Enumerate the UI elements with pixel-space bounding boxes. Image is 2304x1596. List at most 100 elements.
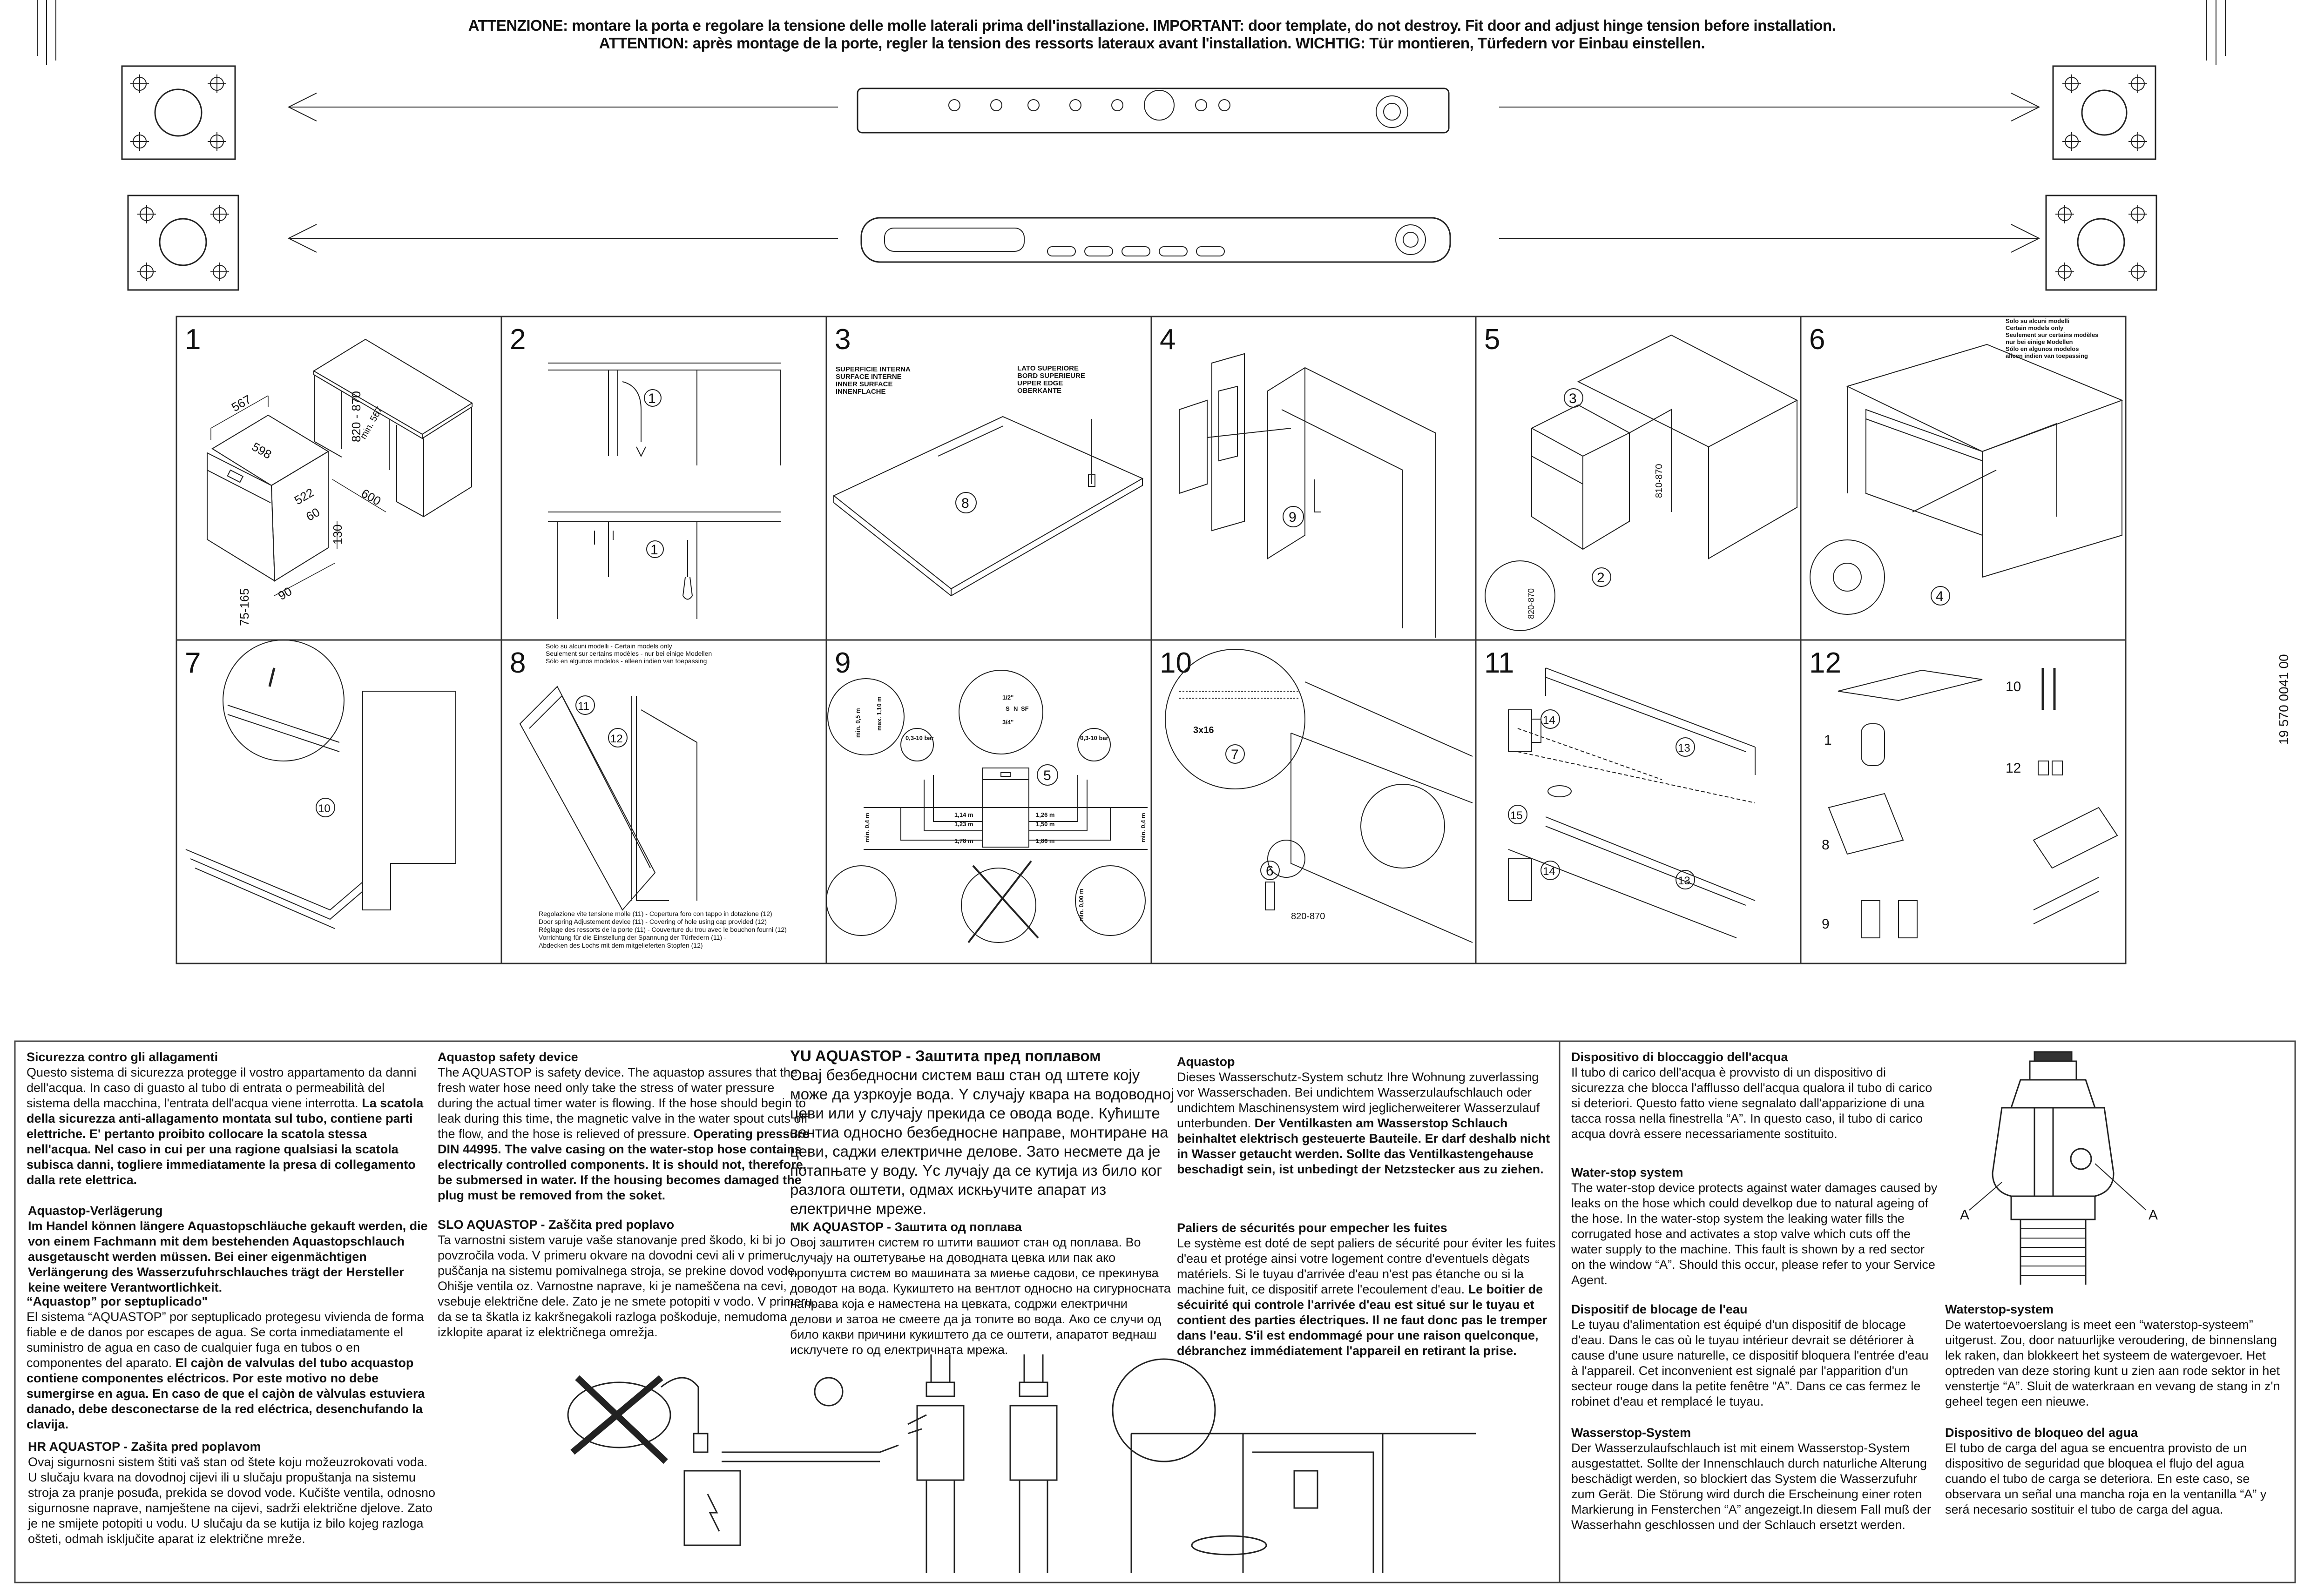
- thread-three-quarter: 3/4": [1002, 719, 1013, 726]
- step-4-panel: 4 9: [1160, 323, 1436, 638]
- note-fr: Seulement sur certains modèles: [2006, 331, 2098, 338]
- aquastop-valve-2: [1009, 1354, 1058, 1573]
- step-number: 11: [1484, 647, 1514, 679]
- dim-plinth: 75-165: [237, 588, 251, 626]
- step-number: 10: [1160, 647, 1192, 679]
- aquastop-valve-1: [916, 1354, 965, 1573]
- callout-14-top: 14: [1543, 714, 1555, 727]
- dim-810-870: 810-870: [1654, 464, 1664, 498]
- sink-cabinet-scene: [1112, 1358, 1476, 1573]
- note-line-3: Sólo en algunos modelos - alleen indien …: [546, 657, 707, 665]
- door-edge-drawing: [519, 686, 697, 911]
- callout-14-bottom: 14: [1543, 865, 1555, 878]
- step-number: 8: [510, 647, 526, 679]
- callout-15: 15: [1510, 809, 1523, 822]
- note-es: Sólo en algunos modelos: [2006, 345, 2079, 352]
- window-label-a-right: A: [2149, 1207, 2158, 1223]
- step-number: 1: [185, 323, 201, 356]
- hinge-plate-right-1: [2052, 65, 2156, 160]
- screw-size: 3x16: [1193, 725, 1214, 735]
- step-1-panel: 1 567 598 522 60 130 90 75-165 820 - 870…: [185, 323, 473, 626]
- part-label-1: 1: [1824, 733, 1832, 748]
- step-11-panel: 11 14 13 15 14 13: [1484, 647, 1756, 938]
- control-panel-template-1: [857, 88, 1450, 134]
- aquastop-installation-illustrations: [567, 1354, 1476, 1573]
- callout-5: 5: [1043, 768, 1051, 783]
- callout-13-bottom: 13: [1678, 875, 1690, 887]
- section-es-aquastop: “Aquastop” por septuplicado"El sistema “…: [27, 1294, 425, 1431]
- section-fr-aquastop: Paliers de sécurités pour empecher les f…: [1177, 1221, 1556, 1358]
- arrow-left-1: [287, 93, 838, 121]
- instruction-grid: [176, 316, 2127, 964]
- min-drain-height: min. 0,5 m: [854, 708, 861, 738]
- length-left-3: 1,78 m: [954, 837, 973, 844]
- length-right-1: 1,26 m: [1036, 811, 1054, 818]
- callout-9: 9: [1289, 510, 1297, 525]
- hinge-plate-left-2: [127, 195, 239, 291]
- note-line-2: Seulement sur certains modèles - nur bei…: [546, 650, 712, 657]
- step-number: 5: [1484, 323, 1500, 356]
- arrow-right-1: [1499, 93, 2040, 121]
- warning-line-2: ATTENTION: après montage de la porte, re…: [599, 34, 1705, 52]
- type-sf: SF: [1021, 705, 1029, 712]
- step-12-panel: 12 1 8 9 10 12: [1809, 647, 2118, 938]
- control-panel-template-2: [860, 217, 1451, 263]
- door-panel-drawing: [1179, 353, 1436, 638]
- callout-1-bottom: 1: [650, 542, 658, 558]
- caption-fr: Réglage des ressorts de la porte (11) - …: [539, 926, 787, 933]
- step-7-panel: 7 10: [185, 640, 456, 929]
- door-template-drawing: [37, 0, 2226, 291]
- inner-surface-en: INNER SURFACE: [836, 380, 893, 388]
- dimension-lines: [210, 395, 386, 596]
- step-number: 4: [1160, 323, 1176, 356]
- note-nl: alleen indien van toepassing: [2006, 352, 2088, 359]
- length-right-2: 1,50 m: [1036, 821, 1054, 828]
- step-10-panel: 10 3x16 7 6 820-870: [1160, 647, 1473, 943]
- max-drain-height: max. 1,10 m: [876, 696, 883, 731]
- upper-edge-de: OBERKANTE: [1017, 387, 1061, 395]
- caption-en: Door spring Adjustement device (11) - Co…: [539, 918, 767, 925]
- callout-6: 6: [1266, 863, 1274, 879]
- step-2-panel: 2 1 1: [510, 323, 781, 619]
- thread-half-inch: 1/2": [1002, 694, 1013, 701]
- min-height-left: min. 0,4 m: [864, 813, 871, 842]
- length-right-3: 1,86 m: [1036, 837, 1054, 844]
- part-label-12: 12: [2006, 761, 2021, 776]
- type-n: N: [1013, 705, 1018, 712]
- dim-height: 820 - 870: [349, 391, 363, 442]
- note-it: Solo su alcuni modelli: [2006, 317, 2069, 324]
- inner-surface-de: INNENFLACHE: [836, 388, 886, 396]
- step-9-panel: 9 5 0,3-10 bar 0,3-10 bar 1/2" 3/4" S N …: [826, 647, 1148, 943]
- length-left-1: 1,14 m: [954, 811, 973, 818]
- window-label-a-left: A: [1960, 1207, 1969, 1223]
- upper-edge-en: UPPER EDGE: [1017, 379, 1063, 387]
- cabinet-drawing: [313, 338, 473, 518]
- step-5-panel: 5 3 2 810-870 820-870: [1484, 323, 1798, 631]
- dim-820-870: 820-870: [1291, 911, 1325, 922]
- wrench-icon: [722, 1377, 899, 1462]
- note-de: nur bei einige Modellen: [2006, 338, 2073, 345]
- hinge-plate-left-1: [121, 65, 236, 160]
- caption-de-1: Vorrichtung für die Einstellung der Span…: [539, 934, 726, 941]
- part-label-9: 9: [1822, 916, 1830, 932]
- hinge-plate-right-2: [2045, 195, 2157, 291]
- callout-11: 11: [578, 700, 589, 713]
- hinge-view-bottom: [548, 512, 781, 619]
- step-number: 2: [510, 323, 526, 356]
- inner-surface-it: SUPERFICIE INTERNA: [836, 365, 911, 373]
- callout-2: 2: [1597, 570, 1605, 586]
- callout-13-top: 13: [1678, 742, 1690, 754]
- callout-10: 10: [318, 802, 331, 815]
- upper-edge-it: LATO SUPERIORE: [1017, 364, 1079, 372]
